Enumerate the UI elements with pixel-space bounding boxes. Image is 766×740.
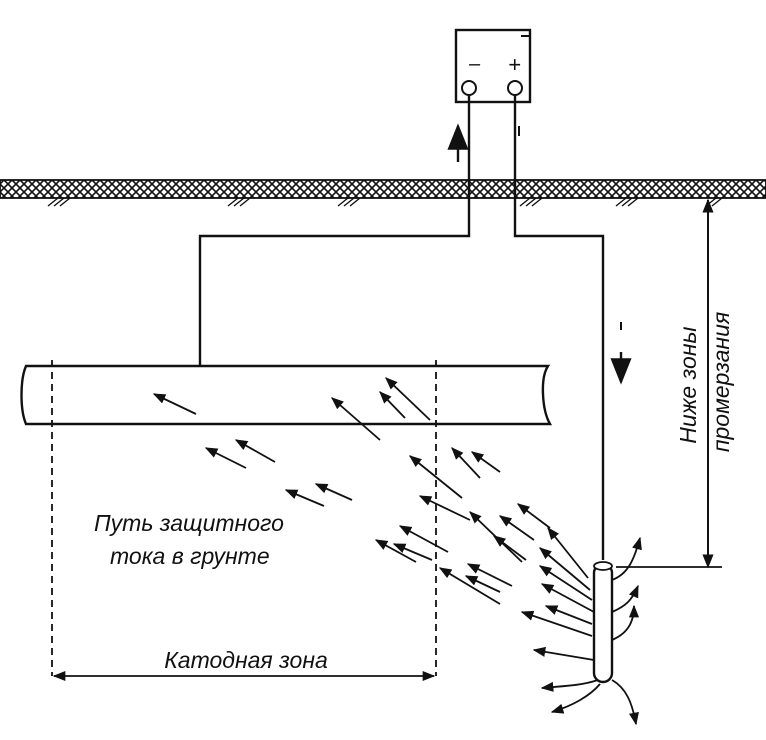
current-arrow <box>152 393 197 415</box>
anode-ground-electrode <box>592 561 614 684</box>
connecting-wires <box>198 95 632 560</box>
current-arrow <box>469 511 523 563</box>
current-arrow <box>538 565 593 601</box>
current-path-label: Путь защитного тока в грунте <box>94 510 290 569</box>
svg-text:Ниже зоны промерзания: Ниже зоны промерзания <box>675 312 734 452</box>
current-arrow <box>234 439 276 463</box>
ground-ticks <box>47 197 723 207</box>
current-arrow <box>540 583 595 613</box>
current-arrow-curved <box>550 683 601 714</box>
plus-terminal-label: + <box>508 52 521 77</box>
current-arrow <box>516 503 551 529</box>
current-arrow <box>547 527 589 579</box>
minus-terminal <box>461 80 477 96</box>
frost-depth-dimension: Ниже зоны промерзания <box>616 198 734 569</box>
current-arrow <box>498 515 535 541</box>
current-arrow <box>398 525 449 553</box>
cathode-zone-boundaries: Катодная зона <box>51 360 437 682</box>
current-arrow <box>379 391 406 419</box>
current-arrow-curved <box>540 679 599 692</box>
frost-zone-label-line2: промерзания <box>708 312 734 452</box>
current-arrow-curved <box>611 536 642 581</box>
current-arrow <box>464 575 501 593</box>
protective-current-arrows <box>152 377 642 726</box>
current-arrow <box>331 397 381 441</box>
minus-terminal-label: – <box>468 53 481 75</box>
current-arrow <box>284 489 325 507</box>
current-arrow <box>544 605 593 625</box>
current-arrow <box>409 455 463 499</box>
current-arrow <box>470 451 501 473</box>
current-arrow <box>385 377 431 421</box>
current-arrow <box>532 646 595 661</box>
current-arrow <box>520 610 593 637</box>
current-arrow <box>374 539 417 563</box>
current-arrow-curved <box>611 679 639 726</box>
ground-surface <box>0 179 766 207</box>
current-arrow-curved <box>611 604 640 641</box>
current-path-label-line2: тока в грунте <box>110 543 270 569</box>
pipeline <box>20 364 553 426</box>
current-arrow <box>539 547 591 591</box>
current-arrow <box>438 567 501 605</box>
dc-power-source: – + <box>454 28 532 104</box>
current-arrow <box>451 447 481 479</box>
frost-zone-label-line1: Ниже зоны <box>675 327 701 444</box>
current-arrow <box>466 563 513 587</box>
current-arrow <box>418 495 471 521</box>
current-path-label-line1: Путь защитного <box>94 510 284 536</box>
current-arrow-curved <box>611 584 639 613</box>
cathode-zone-label: Катодная зона <box>164 647 328 673</box>
current-arrow <box>204 447 247 469</box>
current-arrow <box>314 483 353 501</box>
current-arrow <box>392 543 433 561</box>
plus-terminal <box>507 80 523 96</box>
